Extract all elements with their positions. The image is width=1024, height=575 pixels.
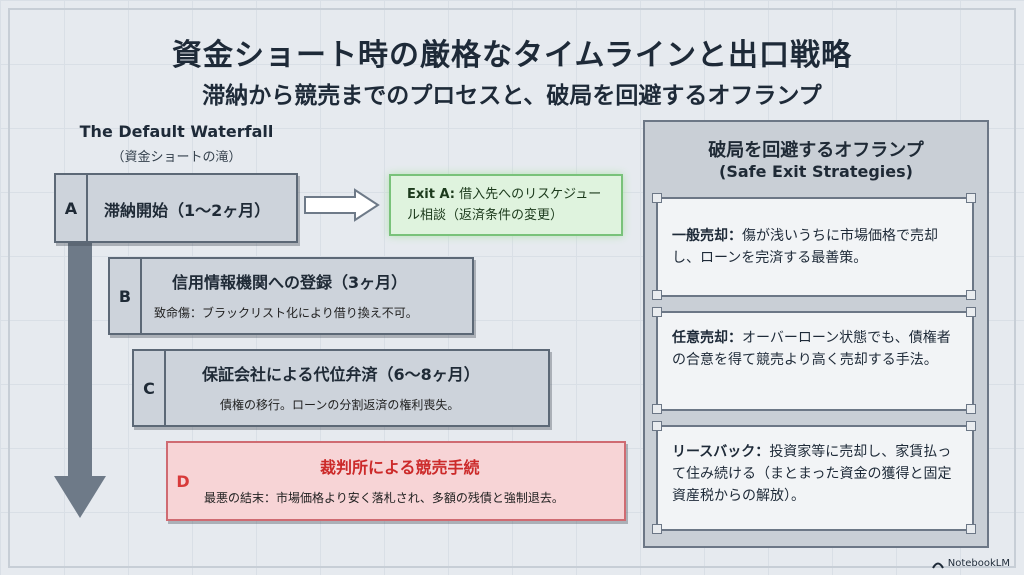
card-2-term: 任意売却： (672, 330, 742, 346)
corner-handle (966, 421, 976, 431)
step-d-desc: 最悪の結末：市場価格より安く落札され、多額の残債と強制退去。 (204, 491, 564, 505)
card-1-term: 一般売却： (672, 228, 742, 244)
corner-handle (966, 290, 976, 300)
step-b-box: B 信用情報機関への登録（3ヶ月） 致命傷：ブラックリスト化により借り換え不可。 (108, 257, 474, 335)
corner-handle (652, 193, 662, 203)
notebooklm-logo-icon (931, 562, 944, 569)
card-3-text: 投資家等に売却し、家賃払って住み続ける（まとまった資金の獲得と固定資産税からの解… (672, 444, 952, 504)
step-d-box: D 裁判所による競売手続 最悪の結末：市場価格より安く落札され、多額の残債と強制… (166, 441, 626, 521)
exit-a-box: Exit A: 借入先へのリスケジュール相談（返済条件の変更） (389, 174, 623, 236)
page-title: 資金ショート時の厳格なタイムラインと出口戦略 (172, 38, 852, 73)
outer-frame (8, 8, 1016, 568)
exit-a-text: 借入先へのリスケジュール相談（返済条件の変更） (407, 187, 602, 223)
step-c-desc: 債権の移行。ローンの分割返済の権利喪失。 (220, 398, 460, 412)
right-arrow-icon (304, 188, 380, 222)
corner-handle (966, 307, 976, 317)
step-a-letter: A (56, 175, 88, 241)
offramp-title: 破局を回避するオフランプ (708, 140, 924, 161)
step-c-box: C 保証会社による代位弁済（6〜8ヶ月） 債権の移行。ローンの分割返済の権利喪失… (132, 349, 550, 427)
offramp-card-3: リースバック：投資家等に売却し、家賃払って住み続ける（まとまった資金の獲得と固定… (656, 425, 974, 531)
step-b-desc: 致命傷：ブラックリスト化により借り換え不可。 (154, 306, 418, 320)
down-arrow-icon (54, 230, 106, 518)
corner-handle (966, 404, 976, 414)
corner-handle (652, 290, 662, 300)
offramp-card-2: 任意売却：オーバーローン状態でも、債権者の合意を得て競売より高く売却する手法。 (656, 311, 974, 411)
step-d-letter: D (176, 471, 190, 491)
corner-handle (966, 524, 976, 534)
step-a-box: A 滞納開始（1〜2ヶ月） (54, 173, 298, 243)
corner-handle (652, 421, 662, 431)
offramp-card-1: 一般売却：傷が浅いうちに市場価格で売却し、ローンを完済する最善策。 (656, 197, 974, 297)
step-c-head: 保証会社による代位弁済（6〜8ヶ月） (202, 365, 480, 384)
step-c-letter: C (134, 351, 166, 425)
corner-handle (652, 524, 662, 534)
page-subtitle: 滞納から競売までのプロセスと、破局を回避するオフランプ (202, 83, 822, 109)
step-d-head: 裁判所による競売手続 (320, 458, 480, 477)
card-3-term: リースバック： (672, 444, 770, 460)
corner-handle (652, 307, 662, 317)
step-b-letter: B (110, 259, 142, 333)
exit-a-label: Exit A: (407, 187, 455, 202)
step-a-head: 滞納開始（1〜2ヶ月） (104, 201, 271, 220)
waterfall-title: The Default Waterfall (79, 122, 274, 141)
corner-handle (652, 404, 662, 414)
badge-label: NotebookLM (947, 558, 1010, 569)
step-b-head: 信用情報機関への登録（3ヶ月） (172, 273, 408, 292)
waterfall-subtitle: （資金ショートの滝） (111, 150, 242, 165)
notebooklm-badge: NotebookLM (931, 558, 1010, 569)
card-1-text: 傷が浅いうちに市場価格で売却し、ローンを完済する最善策。 (672, 228, 938, 266)
card-2-text: オーバーローン状態でも、債権者の合意を得て競売より高く売却する手法。 (672, 330, 951, 368)
offramp-subtitle: (Safe Exit Strategies) (719, 162, 913, 181)
corner-handle (966, 193, 976, 203)
